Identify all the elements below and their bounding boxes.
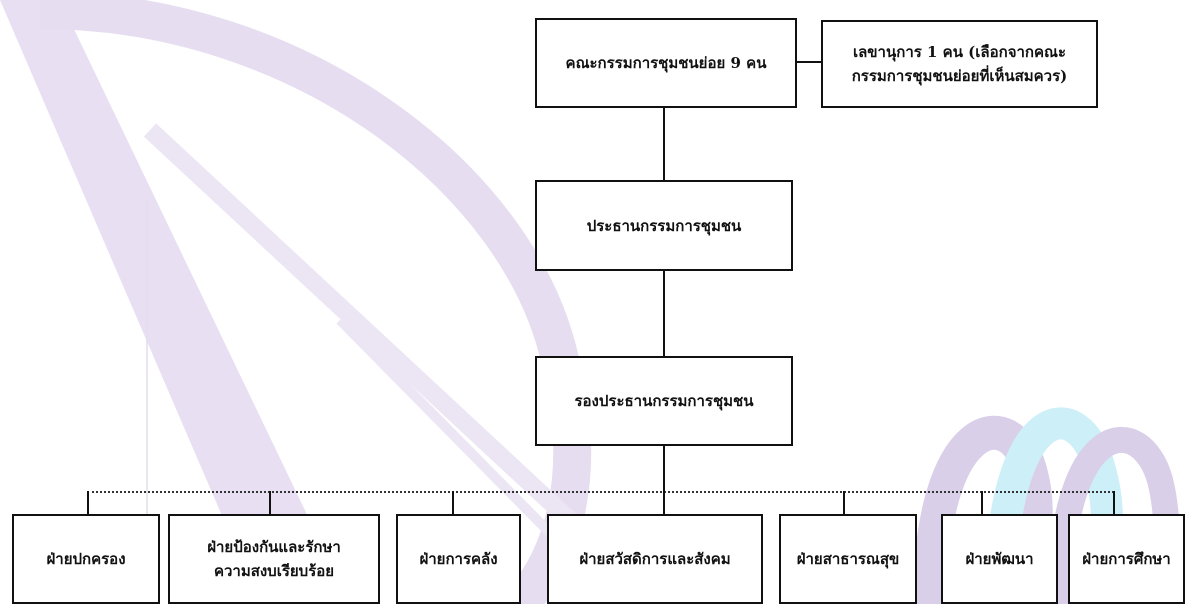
department-label-line-2: ความสงบเรียบร้อย [213,562,335,580]
secretary-label-line-2: กรรมการชุมชนย่อยที่เห็นสมควร) [851,67,1068,85]
drop-dept-7 [1113,491,1115,514]
department-bus-line [87,491,1114,493]
secretary-box: เลขานุการ 1 คน (เลือกจากคณะ กรรมการชุมชน… [821,20,1098,108]
department-administration-box: ฝ่ายปกครอง [12,514,160,604]
department-security-box: ฝ่ายป้องกันและรักษา ความสงบเรียบร้อย [168,514,380,604]
drop-dept-2 [269,491,271,514]
committee-box: คณะกรรมการชุมชนย่อย 9 คน [535,18,797,108]
department-label: ฝ่ายสาธารณสุข [796,550,900,568]
department-health-box: ฝ่ายสาธารณสุข [779,514,917,604]
department-label: ฝ่ายสวัสดิการและสังคม [579,550,731,568]
department-label: ฝ่ายการศึกษา [1082,550,1171,568]
connector-vice-departments [663,445,665,492]
drop-dept-6 [981,491,983,514]
watermark-d-bar [0,0,350,604]
department-finance-box: ฝ่ายการคลัง [396,514,521,604]
department-education-box: ฝ่ายการศึกษา [1068,514,1185,604]
connector-committee-secretary [796,61,822,63]
drop-dept-5 [843,491,845,514]
department-development-box: ฝ่ายพัฒนา [941,514,1058,604]
committee-label: คณะกรรมการชุมชนย่อย 9 คน [565,54,767,72]
department-label-line-1: ฝ่ายป้องกันและรักษา [207,538,341,556]
secretary-label-line-1: เลขานุการ 1 คน (เลือกจากคณะ [852,43,1066,61]
drop-dept-1 [87,491,89,514]
vice-chairman-label: รองประธานกรรมการชุมชน [574,392,754,410]
drop-dept-4 [663,491,665,514]
vice-chairman-box: รองประธานกรรมการชุมชน [535,356,793,446]
department-label: ฝ่ายพัฒนา [965,550,1034,568]
connector-chairman-vice [663,270,665,356]
chairman-box: ประธานกรรมการชุมชน [535,180,793,271]
department-welfare-box: ฝ่ายสวัสดิการและสังคม [547,514,763,604]
chairman-label: ประธานกรรมการชุมชน [586,216,742,235]
connector-committee-chairman [663,107,665,180]
drop-dept-3 [452,491,454,514]
department-label: ฝ่ายการคลัง [419,550,498,568]
department-label: ฝ่ายปกครอง [46,550,126,568]
